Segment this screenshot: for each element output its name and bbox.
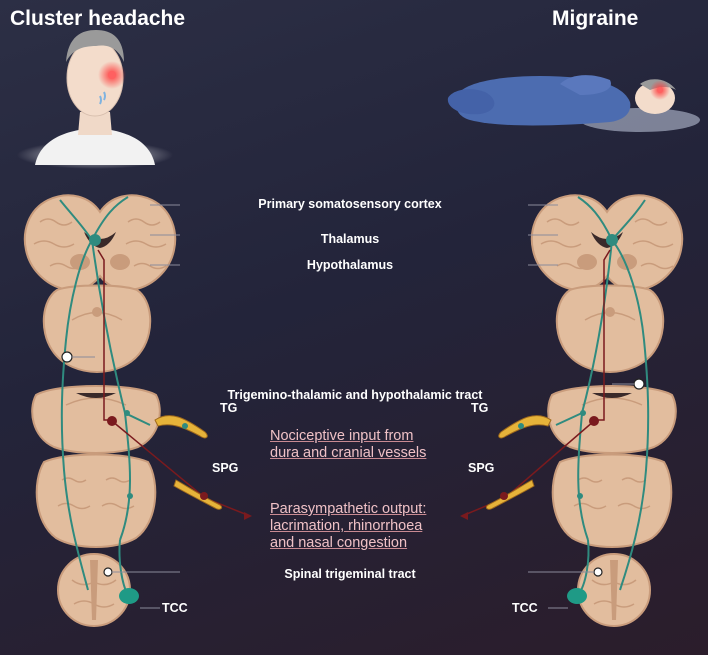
note-parasympathetic-line-3: and nasal congestion <box>270 535 408 551</box>
label-primary-somatosensory-cortex: Primary somatosensory cortex <box>258 197 442 211</box>
title-migraine: Migraine <box>552 7 639 30</box>
label-spinal-trigeminal-tract: Spinal trigeminal tract <box>284 567 416 581</box>
label-tcc-left: TCC <box>162 601 188 615</box>
note-nociceptive-line-2: dura and cranial vessels <box>270 445 427 461</box>
title-cluster-headache: Cluster headache <box>10 7 186 30</box>
label-spg-right: SPG <box>468 461 495 475</box>
label-trigemino-thalamic-tract: Trigemino-thalamic and hypothalamic trac… <box>227 388 483 402</box>
note-nociceptive-line-1: Nociceptive input from <box>270 428 414 444</box>
label-spg-left: SPG <box>212 461 239 475</box>
label-tg-right: TG <box>471 401 489 415</box>
note-parasympathetic-line-2: lacrimation, rhinorrhoea <box>270 518 423 534</box>
label-tg-left: TG <box>220 401 238 415</box>
note-parasympathetic-output: Parasympathetic output: lacrimation, rhi… <box>270 501 426 552</box>
label-hypothalamus: Hypothalamus <box>306 258 394 272</box>
label-thalamus: Thalamus <box>320 232 380 246</box>
note-nociceptive-input: Nociceptive input from dura and cranial … <box>270 428 426 462</box>
note-parasympathetic-line-1: Parasympathetic output: <box>270 501 427 517</box>
label-tcc-right: TCC <box>512 601 538 615</box>
